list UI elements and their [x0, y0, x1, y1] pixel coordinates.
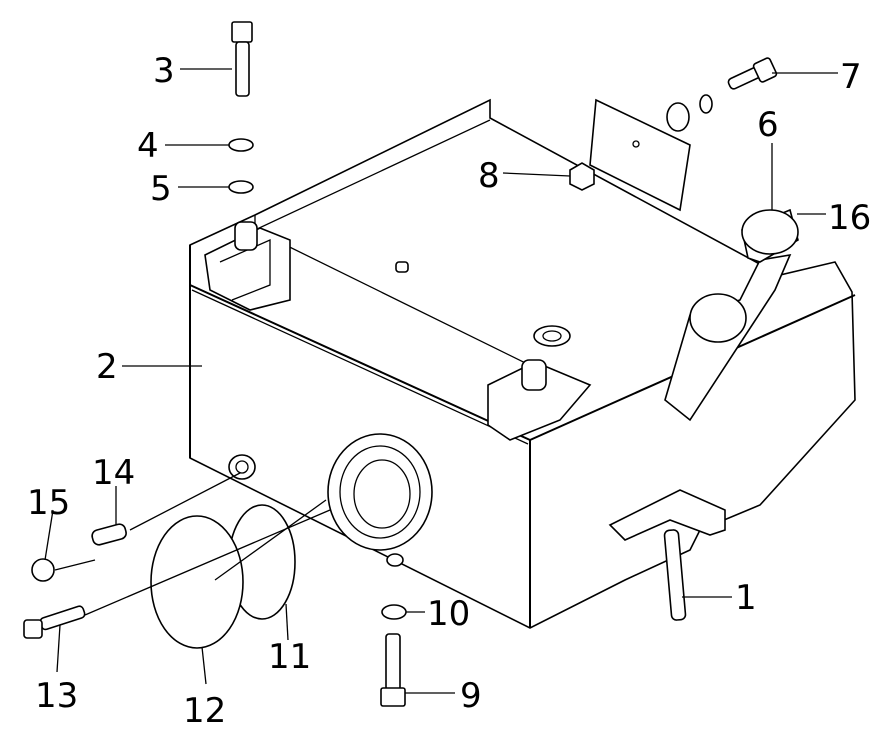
cover-plate-12	[150, 515, 244, 649]
bolt-13	[23, 605, 86, 639]
callout-4: 4	[137, 126, 159, 166]
flat-washer-7	[666, 102, 690, 132]
callout-11: 11	[268, 637, 311, 677]
callout-3: 3	[153, 51, 175, 91]
callout-labels: 1 2 3 4 5 6 7 8 9 10 11 12 13 14 15 16	[27, 51, 871, 731]
spring-washer-7	[699, 94, 713, 114]
callout-6: 6	[757, 105, 779, 145]
callout-15: 15	[27, 483, 70, 523]
callout-2: 2	[96, 347, 118, 387]
callout-13: 13	[35, 676, 78, 716]
washer-4	[228, 138, 254, 152]
washer-10	[381, 604, 407, 620]
sensor-14	[91, 523, 127, 546]
washer-5	[228, 180, 254, 194]
callout-16: 16	[828, 198, 871, 238]
leader-lines	[44, 68, 838, 694]
callout-14: 14	[92, 453, 135, 493]
callout-12: 12	[183, 691, 226, 731]
bolt-7	[727, 57, 778, 90]
bolt-3	[231, 21, 253, 97]
callout-7: 7	[840, 57, 862, 97]
callout-1: 1	[735, 578, 757, 618]
bolt-9	[380, 633, 406, 707]
fuel-tank-body	[189, 98, 856, 629]
callout-5: 5	[150, 169, 172, 209]
callout-8: 8	[478, 156, 500, 196]
nut-8	[569, 162, 595, 191]
callout-9: 9	[460, 676, 482, 716]
plug-15	[31, 558, 55, 582]
callout-10: 10	[427, 594, 470, 634]
